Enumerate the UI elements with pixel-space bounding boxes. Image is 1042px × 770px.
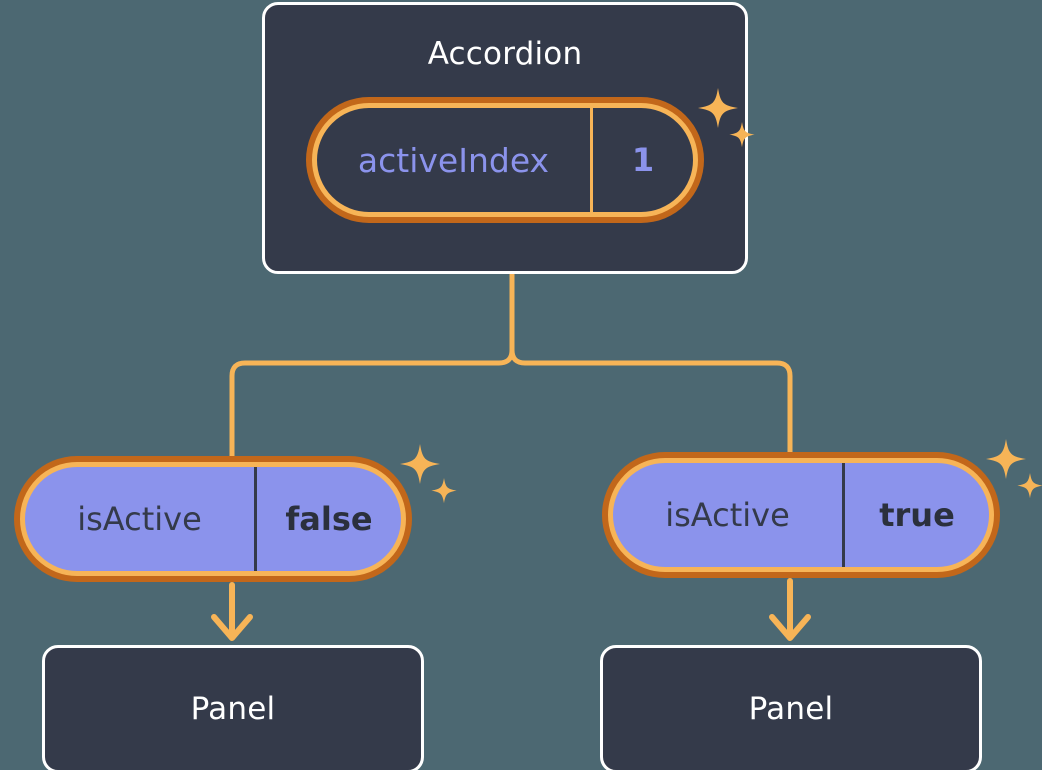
- arrow-down-icon-right: [769, 578, 811, 641]
- panel-component-card-right[interactable]: Panel: [600, 645, 982, 770]
- prop-pill-is-active-right[interactable]: isActive true: [608, 458, 994, 572]
- panel-card-title: Panel: [748, 690, 834, 727]
- state-pill-key: activeIndex: [317, 108, 593, 212]
- arrow-down-icon-left: [211, 582, 253, 641]
- accordion-card-title: Accordion: [427, 36, 583, 72]
- state-pill-value: 1: [631, 141, 655, 179]
- sparkle-4-point-small-icon: [431, 478, 457, 504]
- sparkle-4-point-small-icon: [1017, 473, 1042, 499]
- sparkle-4-point-icon: [986, 439, 1026, 479]
- prop-pill-is-active-left[interactable]: isActive false: [20, 462, 406, 576]
- panel-component-card-left[interactable]: Panel: [42, 645, 424, 770]
- sparkle-4-point-icon: [400, 444, 440, 484]
- state-pill-active-index[interactable]: activeIndex 1: [312, 103, 698, 217]
- panel-card-title: Panel: [190, 690, 276, 727]
- prop-pill-value: true: [879, 496, 955, 534]
- prop-pill-key: isActive: [25, 467, 257, 571]
- prop-pill-key: isActive: [613, 463, 845, 567]
- sparkle-decoration-left-pill: [394, 442, 464, 512]
- prop-pill-value: false: [285, 500, 373, 538]
